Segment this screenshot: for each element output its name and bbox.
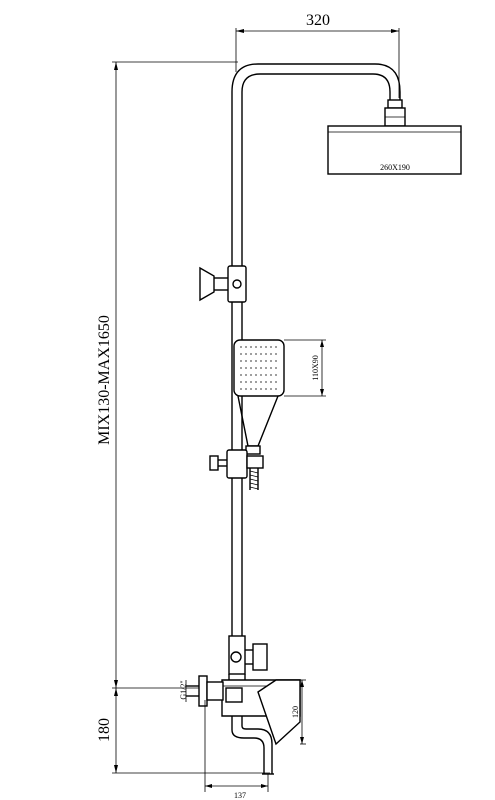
spout-reach-dimension: 137 [204,700,269,800]
bath-spout [231,716,274,775]
top-width-dimension: 320 [235,12,400,98]
hand-shower: 110X90 [233,339,326,455]
hose [249,468,259,490]
total-height-label: MIX130-MAX1650 [96,315,113,445]
spout-height-label: 180 [96,718,113,742]
mixer-height-dimension: 120 [291,679,306,745]
spout-reach-label: 137 [234,791,246,800]
slide-holder [209,449,264,479]
top-width-label: 320 [306,12,330,29]
wall-inlet: G1/2" [179,675,224,707]
upper-connector [199,265,247,303]
nozzle-grid [240,346,278,390]
mixer-body [221,674,301,746]
rain-shower-head: 260X190 [327,99,462,175]
total-height-dimension: MIX130-MAX1650 [96,61,238,689]
hand-shower-size-label: 110X90 [311,355,320,380]
mixer-height-label: 120 [291,706,300,718]
inlet-thread-label: G1/2" [179,680,188,699]
diverter [228,635,268,675]
spout-height-dimension: 180 [96,688,270,774]
rain-head-size-label: 260X190 [380,163,410,172]
